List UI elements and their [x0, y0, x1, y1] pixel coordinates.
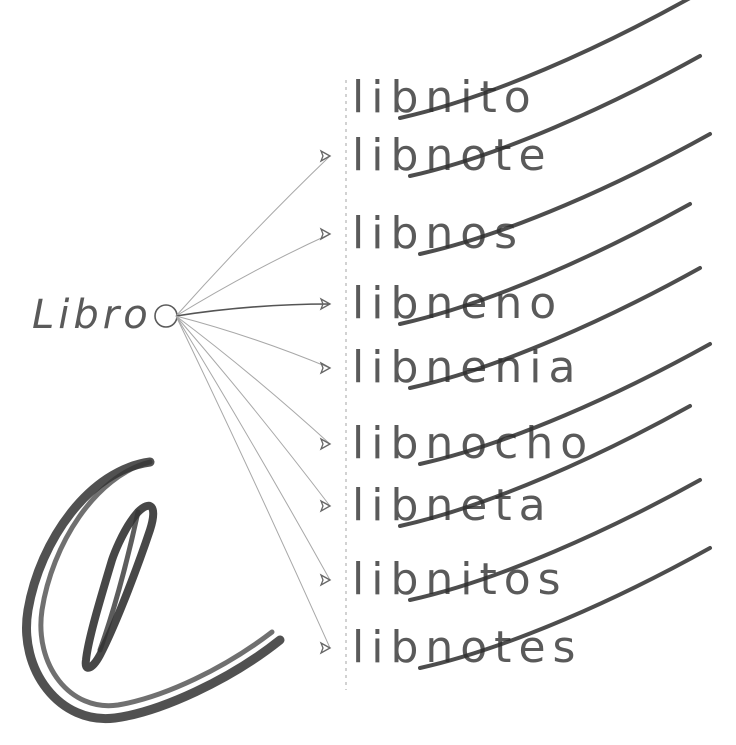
- arrow-head-icon: [321, 151, 330, 161]
- derived-word: libnocho: [352, 418, 594, 469]
- derived-word: libnito: [352, 72, 538, 123]
- at-sign-scribble-icon: [27, 462, 280, 719]
- derived-word: libnote: [352, 130, 553, 181]
- arrow-head-icon: [321, 575, 330, 585]
- arrow-line: [176, 316, 330, 580]
- derived-word: libnitos: [352, 554, 568, 605]
- arrow-line: [176, 316, 330, 506]
- derived-word: libneno: [352, 278, 563, 329]
- arrow-line: [176, 156, 330, 316]
- arrow-head-icon: [321, 501, 330, 511]
- derived-word: libnotes: [352, 622, 582, 673]
- arrow-line: [176, 304, 330, 316]
- derived-word: libnenia: [352, 342, 582, 393]
- arrow-line: [176, 316, 330, 368]
- arrow-line: [176, 316, 330, 444]
- root-node-circle: [155, 305, 177, 327]
- root-word: Libro: [32, 292, 152, 338]
- arrow-fan: [176, 151, 330, 653]
- arrow-line: [176, 316, 330, 648]
